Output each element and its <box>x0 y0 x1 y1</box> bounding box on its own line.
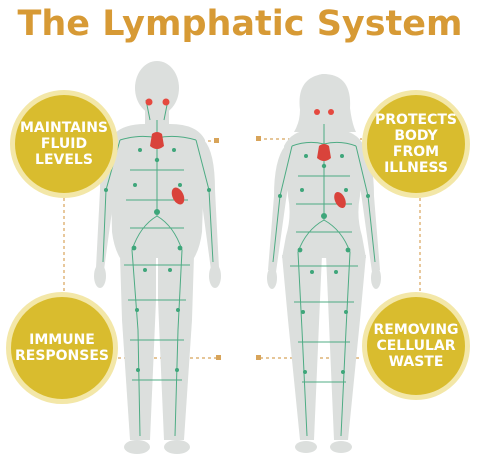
female-tonsil-left <box>314 109 320 115</box>
male-organs <box>145 98 185 205</box>
female-left-arm <box>268 146 292 272</box>
female-tonsil-right <box>328 109 334 115</box>
male-tonsil-right <box>162 98 170 106</box>
female-right-arm <box>356 146 380 272</box>
male-lymph-nodes <box>104 148 211 372</box>
function-circle-protects-body: PROTECTS BODY FROM ILLNESS <box>362 90 470 198</box>
female-right-leg <box>326 255 366 440</box>
female-figure <box>267 74 381 453</box>
male-thymus <box>150 132 164 149</box>
female-thymus <box>317 144 331 161</box>
female-lymph-nodes <box>278 154 370 374</box>
function-label: REMOVING CELLULAR WASTE <box>373 322 459 370</box>
male-right-leg <box>158 255 194 440</box>
male-figure <box>94 61 221 454</box>
function-circle-maintains-fluid-levels: MAINTAINS FLUID LEVELS <box>10 90 118 198</box>
function-label: MAINTAINS FLUID LEVELS <box>20 120 108 168</box>
female-organs <box>314 109 346 208</box>
female-left-leg <box>282 255 322 440</box>
male-right-arm <box>195 140 219 270</box>
connector-dots <box>214 136 261 360</box>
function-circle-removing-cellular-waste: REMOVING CELLULAR WASTE <box>362 292 470 400</box>
female-spleen <box>334 192 346 208</box>
male-head <box>135 61 179 115</box>
function-label: IMMUNE RESPONSES <box>14 332 110 364</box>
page-title: The Lymphatic System <box>17 4 463 44</box>
function-circle-immune-responses: IMMUNE RESPONSES <box>6 292 118 404</box>
function-label: PROTECTS BODY FROM ILLNESS <box>375 112 457 176</box>
male-tonsil-left <box>145 98 153 106</box>
female-head <box>305 74 343 122</box>
male-spleen <box>171 187 185 205</box>
